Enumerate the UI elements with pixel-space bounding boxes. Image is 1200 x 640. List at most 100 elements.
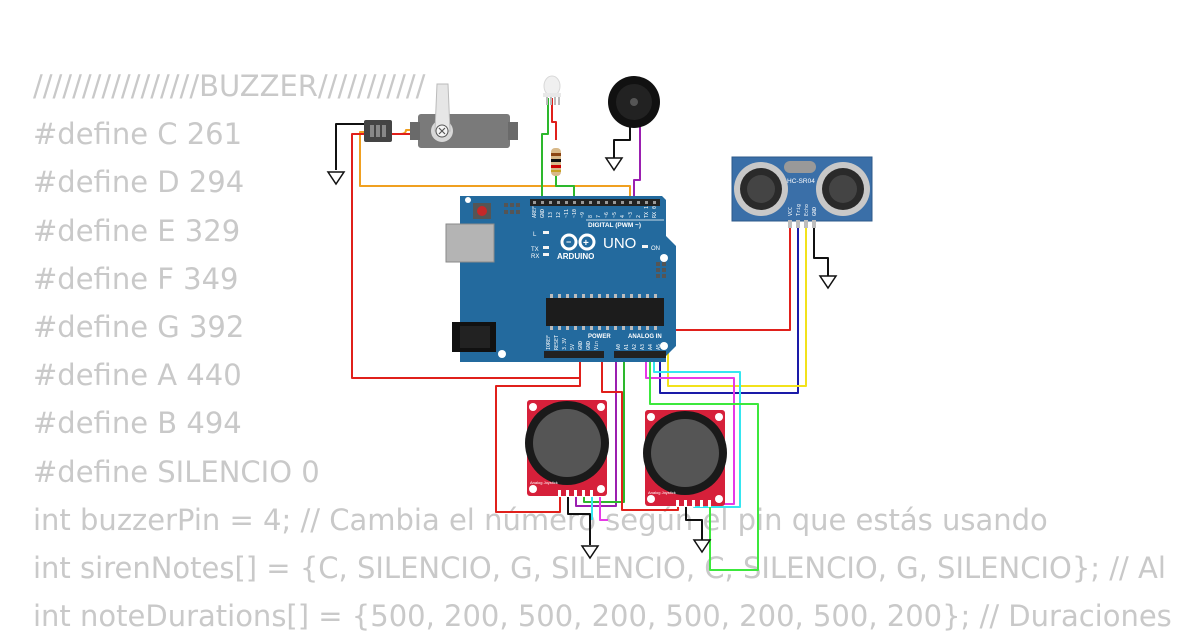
rx-label: RX	[531, 254, 539, 260]
pin-label: 5V	[570, 344, 576, 350]
pin-label: ~6	[604, 212, 610, 218]
ground-icon	[326, 171, 346, 186]
pin-label: A4	[648, 344, 654, 350]
pin-label: ~11	[564, 209, 570, 218]
joystick-knob	[651, 419, 719, 487]
wire-servo-ground	[335, 123, 366, 170]
svg-text:+: +	[583, 238, 589, 249]
code-line: #define G 392	[33, 309, 245, 344]
wire-resistor-pin	[555, 176, 575, 200]
power-header	[544, 351, 604, 358]
pin-label: 4	[620, 215, 626, 218]
on-label: ON	[651, 246, 660, 252]
pin-label: 3.3V	[562, 338, 568, 350]
wire-ultrasonic-echo	[667, 226, 807, 387]
rgb-led	[543, 75, 561, 105]
pin-label: A1	[624, 344, 630, 350]
ground-symbols	[326, 157, 838, 560]
code-line: #define A 440	[33, 358, 242, 393]
pin-label: TX 1	[644, 206, 650, 218]
resistor	[551, 148, 561, 176]
joystick-label: Analog Joystick	[530, 480, 558, 485]
pin-label: ~10	[572, 209, 578, 218]
ground-icon	[692, 539, 712, 554]
wire-ultrasonic-vcc	[640, 226, 791, 331]
code-line: /////////////////BUZZER///////////	[33, 69, 426, 103]
wire-buzzer-signal	[633, 119, 641, 200]
uno-logo: UNO	[603, 235, 636, 252]
wire-buzzer-ground	[613, 120, 631, 160]
sensor-model-label: HC-SR04	[787, 178, 815, 185]
sensor-transducer	[747, 175, 775, 203]
ground-icon	[818, 275, 838, 290]
ground-icon	[604, 157, 624, 172]
joystick-label: Analog Joystick	[648, 490, 676, 495]
pin-label: VCC	[788, 207, 794, 216]
code-line: #define D 294	[33, 165, 245, 200]
wire-ultrasonic-ground	[813, 226, 829, 276]
pin-label: 7	[596, 215, 602, 218]
analog-header	[614, 351, 666, 358]
piezo-buzzer	[608, 76, 660, 128]
ground-icon	[580, 545, 600, 560]
pin-label: Vin	[594, 341, 600, 350]
code-line: #define SILENCIO 0	[33, 454, 320, 489]
pin-label: A5	[656, 344, 662, 350]
pin-label: AREF	[532, 206, 538, 218]
pin-label: A2	[632, 344, 638, 350]
wire-joystick2-power	[601, 345, 679, 511]
l-led-label: L	[533, 232, 537, 238]
pin-label: 12	[556, 212, 562, 218]
pin-label: 8	[588, 215, 594, 218]
code-line: int buzzerPin = 4; // Cambia el número s…	[33, 502, 1048, 537]
arduino-brand: ARDUINO	[557, 252, 594, 261]
pin-label: GND	[540, 209, 546, 218]
wire-joystick2-ground	[685, 497, 703, 540]
pin-label: GND	[586, 341, 592, 350]
usb-port	[445, 223, 495, 263]
joystick-module-1: Analog Joystick	[525, 400, 609, 497]
code-line: int noteDurations[] = {500, 200, 500, 20…	[33, 599, 1172, 634]
servo-motor	[364, 83, 518, 148]
pin-label: IOREF	[546, 335, 552, 350]
pin-label: 2	[636, 215, 642, 218]
pin-label: Trig	[796, 204, 802, 216]
pin-label: GND	[578, 341, 584, 350]
code-line: int sirenNotes[] = {C, SILENCIO, G, SILE…	[33, 550, 1166, 585]
wire-ultrasonic-trig	[659, 226, 799, 394]
icsp-header	[504, 203, 666, 278]
sensor-crystal	[784, 161, 816, 173]
pin-label: GND	[812, 207, 818, 216]
wire-led-anode	[551, 98, 557, 140]
wire-joystick1-ground	[567, 497, 591, 545]
wire-joystick1-sw	[599, 497, 608, 521]
joystick-knob	[533, 409, 601, 477]
pin-label: ~3	[628, 212, 634, 218]
power-header-label: POWER	[588, 334, 611, 340]
wire-led-green	[541, 98, 549, 198]
digital-header-label: DIGITAL (PWM ~)	[588, 222, 641, 229]
pin-label: RX 0	[652, 206, 658, 218]
pin-label: RESET	[554, 335, 560, 350]
digital-header	[530, 199, 660, 206]
sensor-transducer	[829, 175, 857, 203]
atmega-chip	[546, 298, 664, 326]
servo-axis-icon	[438, 127, 446, 135]
wire-joystick1-power	[495, 345, 581, 513]
code-line: #define F 349	[33, 261, 239, 296]
pin-label: A3	[640, 344, 646, 350]
pin-label: ~9	[580, 212, 586, 218]
code-listing: /////////////////BUZZER/////////// #defi…	[33, 62, 1172, 640]
pin-label: Echo	[804, 204, 810, 216]
arduino-infinity-logo	[560, 233, 596, 251]
code-line: #define B 494	[33, 406, 242, 441]
pin-label: A0	[616, 344, 622, 350]
pin-label: 13	[548, 212, 554, 218]
wire-joystick1-vrx	[575, 356, 617, 507]
arduino-uno-board: AREF GND 13 12 ~11 ~10 ~9 8 7 ~6 ~5 4 ~3…	[445, 196, 676, 362]
wire-joystick1-vry	[583, 350, 625, 503]
hc-sr04-sensor: HC-SR04 VCC Trig Echo GND	[731, 156, 873, 228]
analog-header-label: ANALOG IN	[628, 334, 662, 340]
tx-label: TX	[531, 247, 539, 253]
